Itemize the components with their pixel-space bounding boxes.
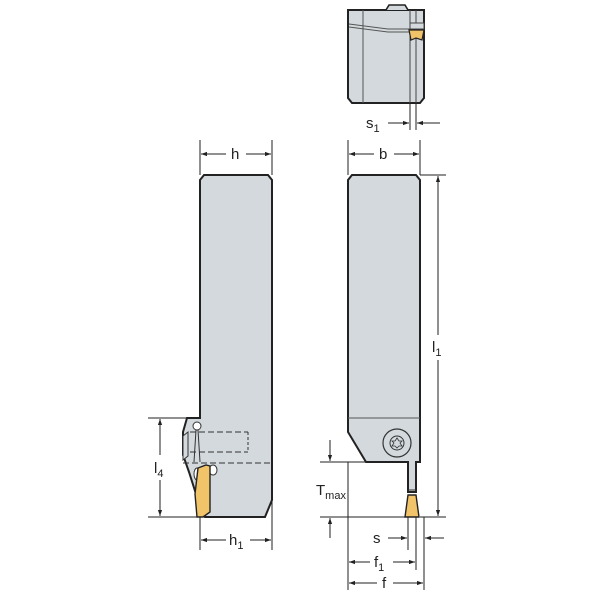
dim-tmax-label: Tmax xyxy=(316,482,346,502)
dim-l1-label: l1 xyxy=(432,339,441,359)
top-view-body xyxy=(347,9,425,104)
dim-h1-label: h1 xyxy=(229,532,243,552)
front-view-body xyxy=(347,174,421,493)
side-view-body xyxy=(182,174,273,518)
top-view: s1 xyxy=(347,4,440,135)
dim-s1-label: s1 xyxy=(366,115,380,135)
dim-h-label: h xyxy=(231,146,239,163)
dim-f-label: f xyxy=(382,575,387,592)
side-view: h l4 h1 xyxy=(148,140,273,552)
front-view-insert xyxy=(404,494,420,518)
side-view-insert xyxy=(194,464,211,518)
dim-f1-label: f1 xyxy=(374,554,384,574)
top-view-clamp xyxy=(385,4,409,11)
top-view-insert xyxy=(408,29,425,41)
front-view: b l1 Tmax s f1 f xyxy=(316,140,446,592)
dim-l4-label: l4 xyxy=(154,460,163,480)
dim-b-label: b xyxy=(379,146,387,163)
dim-s-label: s xyxy=(373,530,381,547)
